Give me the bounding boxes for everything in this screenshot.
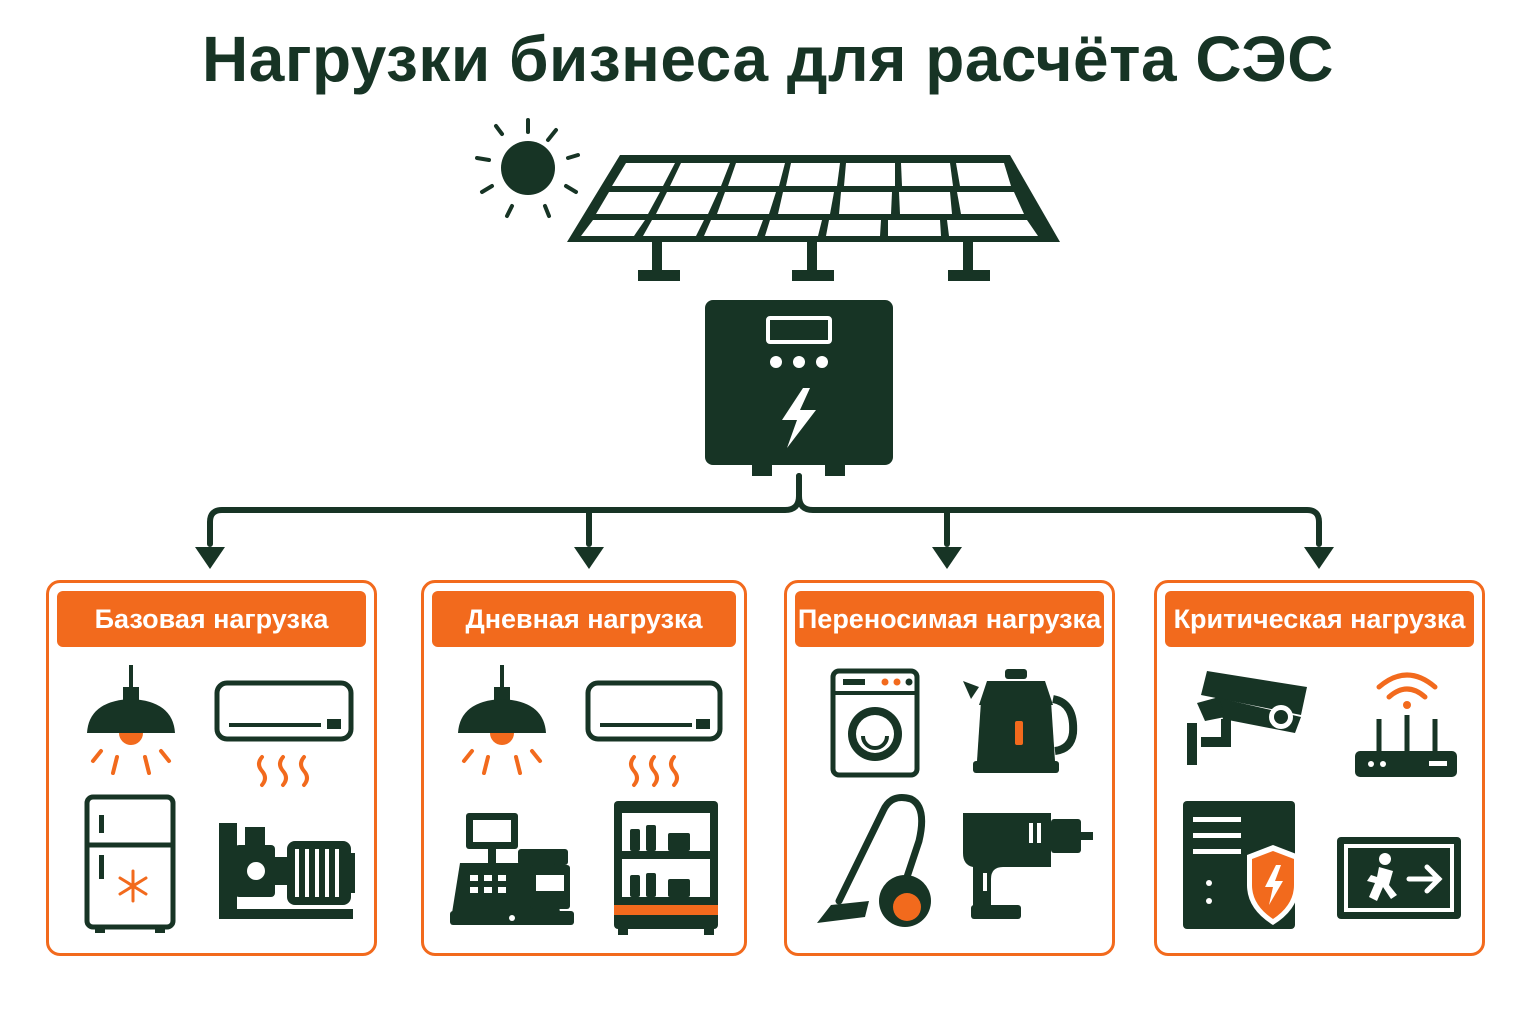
power-drill-icon: [963, 813, 1093, 919]
security-camera-icon: [1187, 671, 1307, 765]
pendant-lamp-icon: [458, 665, 546, 775]
distribution-arrows: [207, 473, 1322, 547]
cash-register-icon: [450, 813, 574, 925]
group-label: Дневная нагрузка: [432, 591, 736, 647]
wifi-router-icon: [1355, 672, 1457, 777]
arrow-heads: [195, 547, 1334, 569]
page-title: Нагрузки бизнеса для расчёта СЭС: [202, 23, 1334, 95]
display-fridge-icon: [614, 801, 718, 935]
emergency-exit-sign-icon: [1337, 837, 1461, 919]
protected-server-icon: [1183, 801, 1299, 929]
group-label: Критическая нагрузка: [1165, 591, 1474, 647]
air-conditioner-icon: [214, 680, 354, 787]
vacuum-cleaner-icon: [817, 794, 931, 927]
water-pump-icon: [219, 823, 355, 919]
solar-panel-icon: [567, 155, 1060, 281]
load-group-shiftable: Переносимая нагрузка: [784, 580, 1115, 956]
air-conditioner-icon: [585, 680, 723, 787]
group-label: Базовая нагрузка: [57, 591, 366, 647]
load-group-critical: Критическая нагрузка: [1154, 580, 1485, 956]
load-group-base: Базовая нагрузка: [46, 580, 377, 956]
electric-kettle-icon: [963, 669, 1078, 773]
power-source-diagram: [195, 118, 1334, 569]
group-label: Переносимая нагрузка: [795, 591, 1104, 647]
washing-machine-icon: [830, 668, 920, 778]
refrigerator-icon: [84, 794, 176, 933]
load-group-daytime: Дневная нагрузка: [421, 580, 747, 956]
sun-icon: [475, 118, 580, 218]
pendant-lamp-icon: [87, 665, 175, 775]
inverter-icon: [705, 300, 893, 476]
